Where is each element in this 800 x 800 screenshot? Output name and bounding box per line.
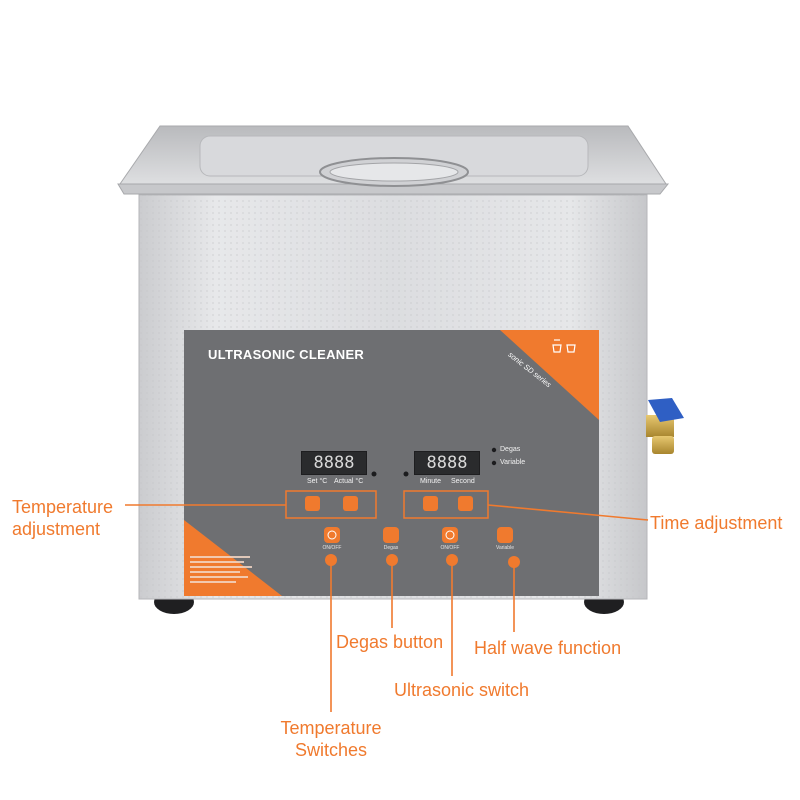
temp-up-button[interactable] bbox=[343, 496, 358, 511]
panel-title: ULTRASONIC CLEANER bbox=[208, 347, 365, 362]
temperature-display: 8888 bbox=[301, 451, 367, 475]
callout-half-wave-function: Half wave function bbox=[474, 638, 622, 658]
degas-indicator-label: Degas bbox=[500, 446, 521, 453]
time-display: 8888 bbox=[414, 451, 480, 475]
instruction-text bbox=[190, 556, 252, 583]
variable-function-button[interactable] bbox=[497, 527, 513, 543]
power-icon-temp bbox=[327, 530, 337, 540]
time-up-button[interactable] bbox=[458, 496, 473, 511]
time-down-button[interactable] bbox=[423, 496, 438, 511]
control-panel bbox=[184, 330, 599, 596]
wash-icons bbox=[552, 339, 576, 353]
drain-nozzle bbox=[652, 436, 674, 454]
lid-rim bbox=[117, 183, 670, 195]
callout-temperature-adjustment-line1: Temperature bbox=[12, 497, 114, 517]
ultra-onoff-label: ON/OFF bbox=[440, 545, 460, 551]
valve-handle[interactable] bbox=[648, 398, 684, 422]
time-indicator-dot bbox=[403, 471, 409, 477]
power-icon-ultra bbox=[445, 530, 455, 540]
ultrasonic-onoff-button[interactable] bbox=[442, 527, 458, 543]
degas-led bbox=[491, 447, 497, 453]
callout-temperature-adjustment: Temperature adjustment bbox=[12, 496, 113, 540]
callout-time-adjustment: Time adjustment bbox=[650, 513, 783, 533]
callout-temperature-switches-line1: Temperature bbox=[280, 718, 382, 738]
callout-lines bbox=[125, 504, 649, 712]
temp-indicator-dot bbox=[371, 471, 377, 477]
callout-ultrasonic-switch: Ultrasonic switch bbox=[394, 680, 530, 700]
degas-function-button[interactable] bbox=[383, 527, 399, 543]
callout-temperature-switches: Temperature Switches bbox=[268, 717, 394, 761]
temp-onoff-label: ON/OFF bbox=[322, 545, 342, 551]
degas-button-label: Degas bbox=[383, 545, 399, 551]
temp-down-button[interactable] bbox=[305, 496, 320, 511]
second-label: Second bbox=[451, 478, 475, 485]
variable-button-label: Variable bbox=[496, 545, 514, 551]
time-adjustment-box bbox=[403, 490, 489, 519]
callout-temperature-switches-line2: Switches bbox=[294, 740, 368, 760]
minute-label: Minute bbox=[420, 478, 442, 485]
temp-onoff-button[interactable] bbox=[324, 527, 340, 543]
callout-temperature-adjustment-line2: adjustment bbox=[12, 519, 101, 539]
callout-dots bbox=[325, 554, 520, 568]
lid-handle-inner bbox=[329, 162, 459, 182]
callout-degas-button: Degas button bbox=[336, 632, 444, 652]
variable-indicator-label: Variable bbox=[500, 459, 526, 466]
set-temp-label: Set °C bbox=[307, 478, 328, 485]
actual-temp-label: Actual °C bbox=[334, 478, 364, 485]
variable-led bbox=[491, 460, 497, 466]
